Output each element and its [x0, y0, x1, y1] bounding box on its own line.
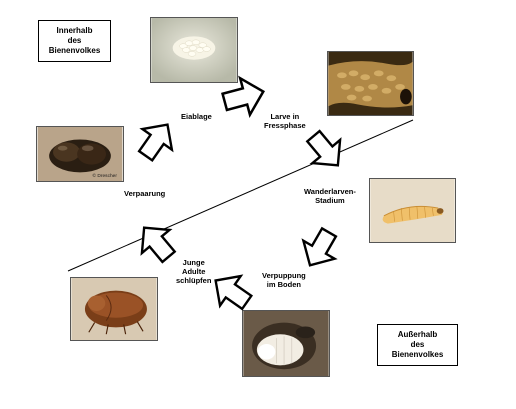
arrow-wandering-to-pupa-icon [293, 222, 346, 276]
label-emergence-line-1: Junge [182, 258, 205, 267]
label-feeding-larva-line-1: Larve in [270, 112, 300, 121]
wandering-larva-photo [369, 178, 456, 243]
inside-box-line-2: des [67, 36, 82, 45]
label-pupation: Verpuppung im Boden [262, 271, 306, 289]
eggs-photo [150, 17, 238, 83]
label-wandering-larva: Wanderlarven- Stadium [304, 187, 356, 205]
label-feeding-larva-line-2: Fressphase [264, 121, 306, 130]
outside-colony-box: Außerhalb des Bienenvolkes [377, 324, 458, 366]
arrow-pupa-to-emergence-icon [204, 264, 259, 319]
colony-divider-line [67, 119, 414, 272]
label-mating: Verpaarung [124, 189, 165, 198]
young-beetle-photo [70, 277, 158, 341]
label-egg-laying: Eiablage [181, 112, 212, 121]
label-egg-laying-text: Eiablage [181, 112, 212, 121]
inside-colony-box: Innerhalb des Bienenvolkes [38, 20, 111, 62]
outside-box-line-2: des [410, 340, 425, 349]
label-pupation-line-2: im Boden [266, 280, 301, 289]
inside-box-line-3: Bienenvolkes [48, 46, 101, 55]
outside-box-line-3: Bienenvolkes [391, 350, 444, 359]
inside-box-line-1: Innerhalb [56, 26, 93, 35]
pupa-photo [242, 310, 330, 377]
feeding-larvae-photo [327, 51, 414, 116]
arrow-mating-to-eggs-icon [129, 113, 184, 168]
mating-beetles-photo: © Drescher [36, 126, 124, 182]
label-emergence: Junge Adulte schlüpfen [176, 258, 211, 285]
arrow-eggs-to-larva-icon [218, 72, 270, 122]
label-emergence-line-3: schlüpfen [176, 276, 212, 285]
photo-credit: © Drescher [93, 172, 118, 179]
label-pupation-line-1: Verpuppung [262, 271, 306, 280]
label-emergence-line-2: Adulte [182, 267, 206, 276]
label-mating-text: Verpaarung [124, 189, 166, 198]
label-wandering-line-2: Stadium [315, 196, 345, 205]
label-wandering-line-1: Wanderlarven- [304, 187, 356, 196]
label-feeding-larva: Larve in Fressphase [264, 112, 306, 130]
outside-box-line-1: Außerhalb [397, 330, 438, 339]
